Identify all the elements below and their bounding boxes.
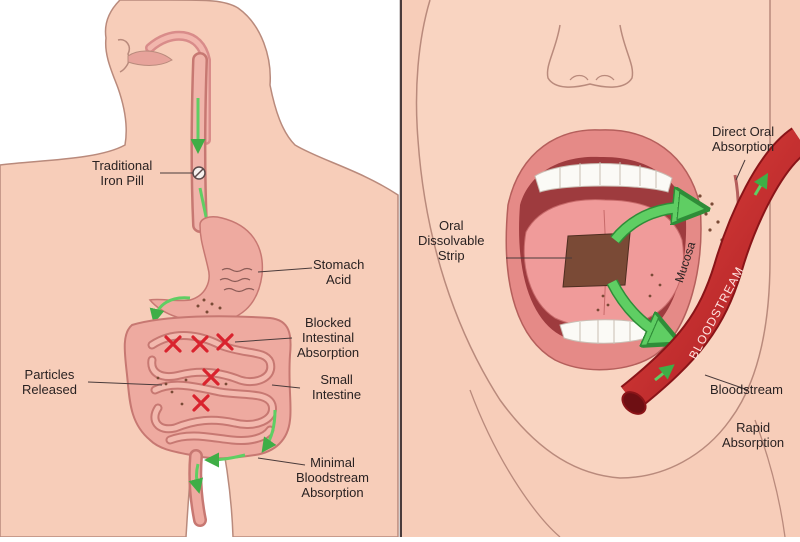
label-bloodstream: Bloodstream [710, 382, 783, 397]
gut-arrow-3 [197, 464, 199, 488]
